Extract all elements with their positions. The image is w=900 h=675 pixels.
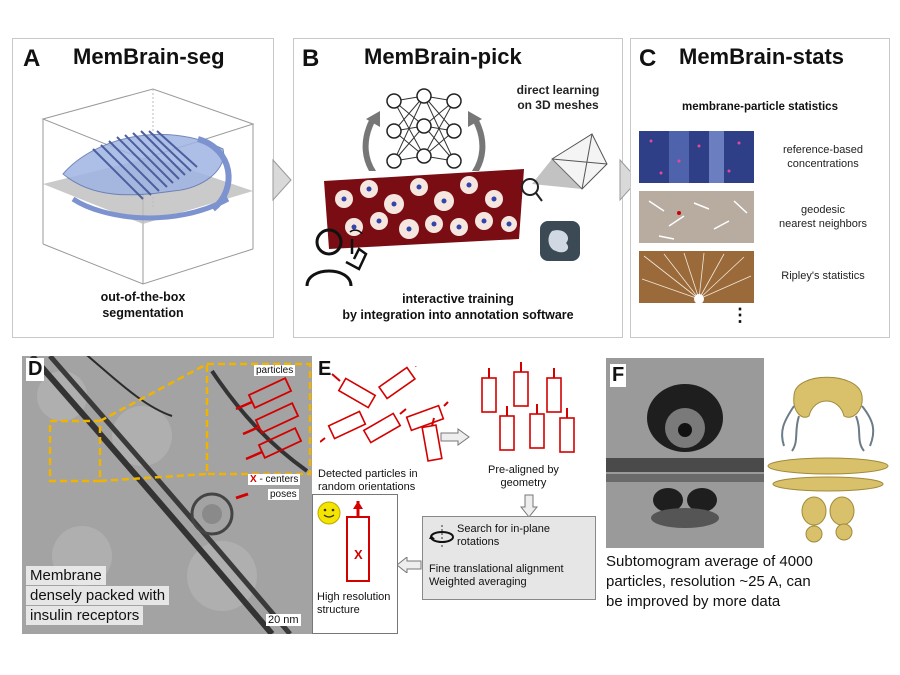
annotation-app-icon [538, 219, 582, 263]
stats-row-2-label: geodesic nearest neighbors [759, 203, 887, 231]
stats-thumb-concentration [639, 131, 754, 183]
hires-caption: High resolution structure [317, 591, 390, 617]
panel-c-subtitle: membrane-particle statistics [631, 99, 889, 115]
panel-b: B MemBrain-pick direct learning on 3D me… [293, 38, 623, 338]
panel-a-caption-line2: segmentation [13, 305, 273, 321]
stats-row-2-line1: geodesic [759, 203, 887, 217]
stats-ellipsis: ⋮ [731, 305, 749, 326]
panel-b-letter: B [302, 45, 319, 73]
arrow-left-icon [396, 557, 422, 573]
panel-b-title: MemBrain-pick [364, 44, 522, 70]
prealigned-line1: Pre-aligned by [488, 464, 559, 477]
search-line1: Search for in-plane [457, 523, 550, 536]
detected-caption: Detected particles in random orientation… [318, 468, 418, 494]
scale-bar-label: 20 nm [266, 614, 301, 626]
panel-b-caption-line2: by integration into annotation software [294, 307, 622, 323]
panel-b-caption: interactive training by integration into… [294, 291, 622, 323]
search-caption: Search for in-plane rotations [457, 523, 550, 549]
panel-f-caption-line3: be improved by more data [606, 592, 813, 612]
centers-legend: X - centers [248, 474, 300, 485]
detected-line2: random orientations [318, 481, 418, 494]
panel-f-caption-line1: Subtomogram average of 4000 [606, 552, 813, 572]
neural-network-icon [334, 81, 514, 171]
subtomogram-average-image [606, 358, 764, 548]
panel-e: E Detected particles in random orientati… [312, 356, 597, 646]
fine-caption: Fine translational alignment Weighted av… [429, 563, 564, 589]
stats-row-1-line2: concentrations [759, 157, 887, 171]
hires-line1: High resolution [317, 591, 390, 604]
panel-a-caption: out-of-the-box segmentation [13, 289, 273, 321]
fine-line1: Fine translational alignment [429, 563, 564, 576]
high-resolution-box: X High resolution structure [312, 494, 398, 634]
arrow-a-to-b-icon [271, 158, 293, 202]
stats-row-3-line1: Ripley's statistics [759, 269, 887, 283]
rotation-icon [429, 525, 455, 549]
panel-d: D particles X - centers poses Membrane d… [22, 356, 312, 634]
centers-mark: X [250, 474, 257, 485]
panel-f: F Subtomogram average of 4000 particles,… [604, 356, 894, 646]
hires-line2: structure [317, 604, 390, 617]
panel-a-title: MemBrain-seg [73, 44, 225, 70]
poses-label: poses [268, 489, 299, 500]
particles-label: particles [254, 365, 295, 376]
panel-a-letter: A [23, 45, 40, 73]
3d-density-render [764, 366, 892, 546]
stats-thumb-ripley [639, 251, 754, 303]
panel-d-caption-line3: insulin receptors [26, 606, 143, 625]
detected-line1: Detected particles in [318, 468, 418, 481]
panel-c-title: MemBrain-stats [679, 44, 844, 70]
panel-f-caption-line2: particles, resolution ~25 A, can [606, 572, 813, 592]
alignment-process-box: Search for in-plane rotations Fine trans… [422, 516, 596, 600]
stats-row-2-line2: nearest neighbors [759, 217, 887, 231]
fine-line2: Weighted averaging [429, 576, 564, 589]
prealigned-caption: Pre-aligned by geometry [488, 464, 559, 490]
stats-row-1-label: reference-based concentrations [759, 143, 887, 171]
panel-d-letter: D [26, 358, 44, 381]
membrane-segmentation-render [23, 79, 263, 289]
panel-b-caption-line1: interactive training [294, 291, 622, 307]
panel-d-caption-line1: Membrane [26, 566, 106, 585]
panel-f-caption: Subtomogram average of 4000 particles, r… [606, 552, 813, 612]
stats-thumb-nearest-neighbors [639, 191, 754, 243]
hires-particle-diagram [343, 501, 373, 583]
panel-c: C MemBrain-stats membrane-particle stati… [630, 38, 890, 338]
prealigned-line2: geometry [488, 477, 559, 490]
panel-d-caption-line2: densely packed with [26, 586, 169, 605]
user-click-icon [304, 224, 379, 294]
arrow-down-icon [520, 494, 538, 518]
smiley-icon [317, 501, 341, 525]
panel-f-letter: F [610, 364, 626, 387]
search-line2: rotations [457, 536, 550, 549]
hires-center-mark: X [354, 547, 363, 562]
random-particles-diagram [320, 366, 450, 466]
stats-row-1-line1: reference-based [759, 143, 887, 157]
centers-label: - centers [259, 474, 298, 485]
prealigned-particles-diagram [472, 360, 592, 460]
mesh-magnifier-icon [512, 129, 612, 209]
stats-row-3-label: Ripley's statistics [759, 269, 887, 283]
arrow-right-icon [440, 428, 470, 446]
panel-c-letter: C [639, 45, 656, 73]
panel-a-caption-line1: out-of-the-box [13, 289, 273, 305]
panel-a: A MemBrain-seg out-of-the-box segmentati… [12, 38, 274, 338]
